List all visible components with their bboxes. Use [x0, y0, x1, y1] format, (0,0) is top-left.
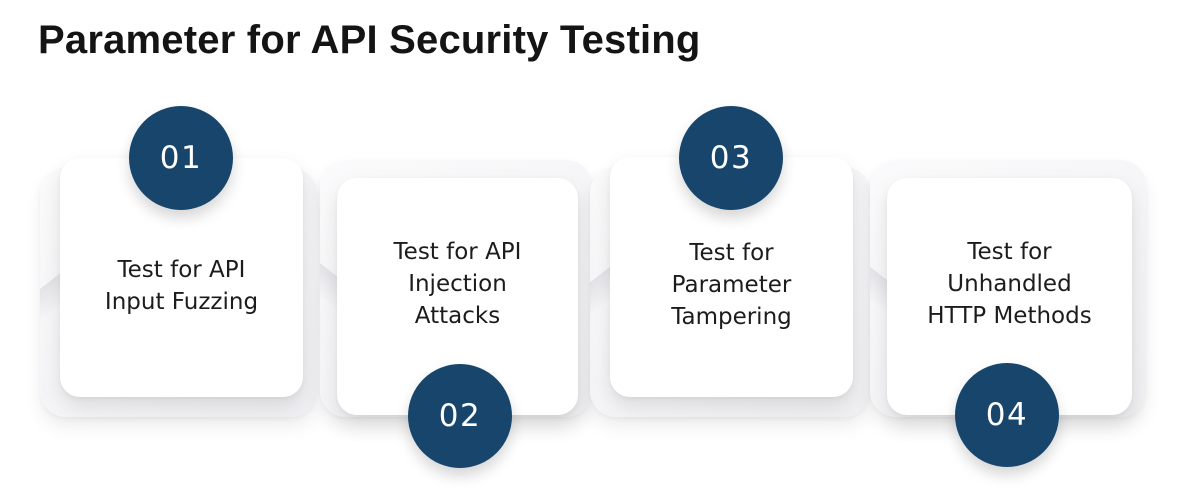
step-label: Test for API Injection Attacks	[393, 238, 522, 329]
step-number-badge-2: 02	[408, 364, 512, 468]
step-label: Test for Parameter Tampering	[671, 240, 792, 330]
page-title: Parameter for API Security Testing	[38, 18, 701, 62]
step-label: Test for API Input Fuzzing	[104, 256, 259, 315]
step-number-badge-1: 01	[129, 106, 233, 210]
step-label: Test for Unhandled HTTP Methods	[927, 238, 1092, 329]
step-card-2: Test for API Injection Attacks	[337, 178, 578, 415]
step-number-badge-4: 04	[955, 363, 1059, 467]
step-number-badge-3: 03	[679, 106, 783, 210]
